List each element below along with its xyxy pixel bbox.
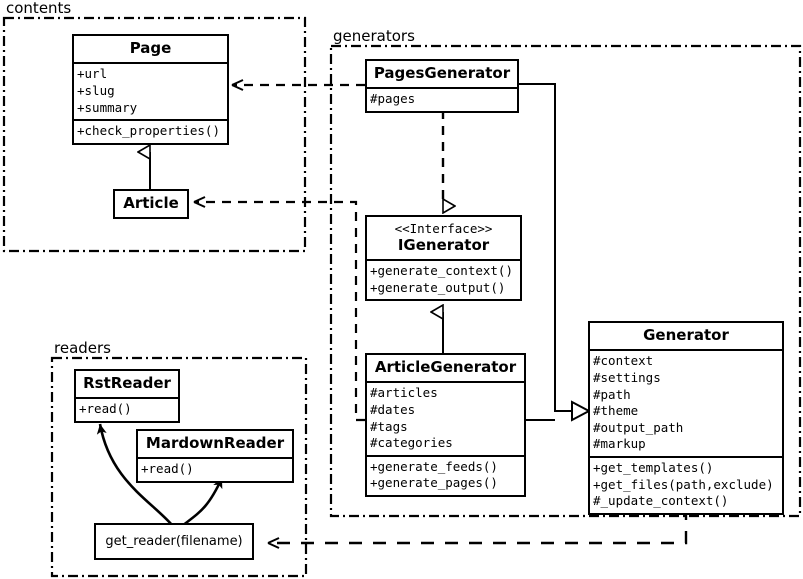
package-label-readers: readers [54,339,111,357]
attribute-row: #path [593,386,631,402]
relationship-generator-uses-getreader [267,507,688,549]
class-box-articlegenerator[interactable]: ArticleGenerator #articles #dates #tags … [365,353,526,497]
relationship-articlegenerator-uses-article [193,196,365,422]
class-attributes-pagesgenerator: #pages [367,87,517,111]
method-row: +read() [79,401,132,417]
class-methods-rstreader: +read() [76,397,178,421]
attribute-row: #markup [593,436,646,452]
package-frame-contents [2,16,307,253]
method-row: #_update_context() [593,493,729,509]
class-name-rstreader: RstReader [83,374,171,392]
class-box-igenerator[interactable]: <<Interface>> IGenerator +generate_conte… [365,215,522,302]
class-attributes-articlegenerator: #articles #dates #tags #categories [367,381,524,455]
attribute-row: #output_path [593,419,684,435]
class-attributes-page: +url +slug +summary [74,62,227,119]
relationship-getreader-returns-rstreader [96,423,173,526]
class-name-page: Page [129,39,172,57]
class-methods-igenerator: +generate_context() +generate_output() [367,258,520,299]
attribute-row: #categories [370,435,453,451]
class-box-generator[interactable]: Generator #context #settings #path #them… [588,321,784,515]
function-box-get-reader[interactable]: get_reader(filename) [94,523,254,560]
class-box-rstreader[interactable]: RstReader +read() [74,369,180,423]
class-stereotype-igenerator: <<Interface>> [394,221,493,236]
class-name-generator: Generator [643,326,729,344]
relationship-generators-extend-generator [519,83,592,422]
class-attributes-generator: #context #settings #path #theme #output_… [590,349,782,456]
package-frame-generators [329,44,802,518]
attribute-row: #articles [370,385,438,401]
class-name-text: IGenerator [397,235,490,254]
class-box-article[interactable]: Article [113,189,189,220]
method-row: +generate_output() [370,279,506,295]
attribute-row: #theme [593,403,639,419]
class-name-igenerator: <<Interface>> IGenerator [367,217,520,259]
class-methods-mardownreader: +read() [138,457,292,481]
method-row: +read() [141,461,194,477]
class-methods-generator: +get_templates() +get_files(path,exclude… [590,456,782,513]
function-name-get-reader: get_reader(filename) [105,534,243,549]
method-row: +get_templates() [593,460,714,475]
class-methods-page: +check_properties() [74,119,227,143]
method-row: +generate_feeds() [370,458,498,474]
attribute-row: +summary [77,99,138,115]
method-row: +generate_pages() [370,475,498,491]
method-row: +check_properties() [77,123,220,139]
class-name-mardownreader: MardownReader [145,434,285,452]
class-box-page[interactable]: Page +url +slug +summary +check_properti… [72,34,229,145]
attribute-row: +slug [77,82,115,98]
class-name-article: Article [123,194,179,212]
attribute-row: +url [77,66,108,82]
attribute-row: #context [593,353,654,369]
class-methods-articlegenerator: +generate_feeds() +generate_pages() [367,454,524,495]
package-label-generators: generators [333,27,415,45]
class-box-pagesgenerator[interactable]: PagesGenerator #pages [365,59,519,113]
method-row: +get_files(path,exclude) [593,476,774,492]
attribute-row: #pages [370,91,416,107]
method-row: +generate_context() [370,262,513,278]
package-frame-readers [50,356,308,578]
class-name-articlegenerator: ArticleGenerator [374,358,517,376]
relationship-getreader-returns-mardownreader [181,477,224,528]
class-box-mardownreader[interactable]: MardownReader +read() [136,429,294,483]
attribute-row: #settings [593,369,661,385]
package-label-contents: contents [6,0,72,17]
attribute-row: #dates [370,401,416,417]
attribute-row: #tags [370,418,408,434]
class-name-pagesgenerator: PagesGenerator [373,64,511,82]
